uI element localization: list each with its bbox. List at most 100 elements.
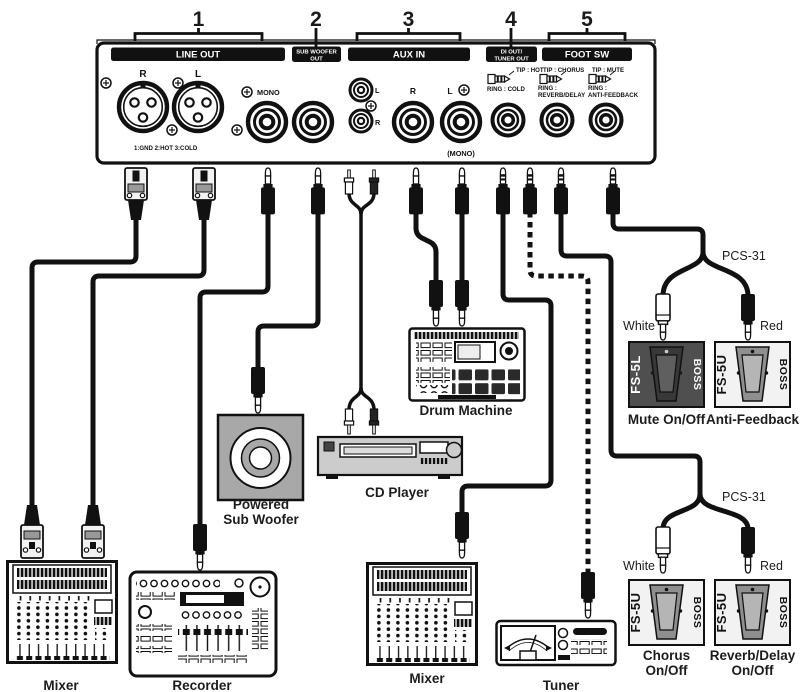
xlr-plug-icon	[20, 504, 44, 559]
screw-icon	[241, 86, 253, 98]
mixer-left-label: Mixer	[43, 678, 79, 692]
foot-sw-label: FOOT SW	[565, 50, 609, 61]
fs2-ring-note-1: RING :	[588, 85, 607, 92]
mixer-bottom-illustration	[366, 562, 478, 666]
red-plug-icon	[740, 293, 756, 341]
section-number-2: 2	[310, 8, 322, 31]
pedal-caption: Anti-Feedback	[706, 412, 800, 427]
phone-plug-icon	[454, 279, 470, 327]
boss-logo: BOSS	[777, 597, 789, 629]
cable-pcs31-top-right	[700, 251, 751, 297]
line-out-label: LINE OUT	[176, 50, 221, 61]
fs1-tip-note: TIP : CHORUS	[543, 67, 584, 74]
screw-icon	[365, 100, 377, 112]
rca-r-label: R	[375, 118, 381, 127]
di-out-label-1: DI OUT/	[501, 49, 523, 55]
section-number-4: 4	[505, 8, 517, 31]
cable-pcs31-bottom-right	[697, 493, 751, 530]
footswitch-fs5u-reverb-delay: FS-5U BOSS	[714, 579, 791, 646]
fs2-ring-note-2: ANTI-FEEDBACK	[588, 92, 639, 99]
pedal-caption-line-1: Chorus	[643, 648, 690, 663]
di-out-bar	[486, 46, 537, 62]
mixer-left-illustration	[6, 560, 118, 664]
pedal-caption-line-2: On/Off	[732, 663, 774, 678]
phone-plug-icon	[428, 279, 444, 327]
trs-plug-icon	[553, 167, 569, 216]
screw-icon	[172, 77, 184, 89]
aux-r-jack	[394, 103, 432, 141]
phone-plug-icon	[454, 511, 470, 559]
trs-plug-icon	[605, 167, 621, 216]
phone-plug-icon	[454, 167, 470, 216]
aux-mono-note: (MONO)	[447, 149, 475, 158]
tip-leader-line	[508, 70, 515, 76]
di-out-jack	[490, 102, 526, 138]
aux-in-bar	[348, 47, 470, 61]
footswitch-fs5u-chorus: FS-5U BOSS	[628, 579, 705, 646]
xlr-l-label: L	[195, 69, 201, 80]
pedal-caption-line-2: On/Off	[646, 663, 688, 678]
cables	[29, 192, 751, 572]
aux-in-label: AUX IN	[393, 50, 425, 61]
di-tip-note: TIP : HOT	[516, 67, 544, 74]
di-out-label-2: TUNER OUT	[494, 56, 529, 62]
boss-logo: BOSS	[691, 359, 703, 391]
cd-player-label: CD Player	[365, 485, 430, 500]
white-bottom-label: White	[623, 559, 655, 573]
recorder-illustration	[128, 570, 278, 678]
phone-plug-icon	[580, 571, 596, 619]
pedal-model-label: FS-5U	[714, 354, 729, 394]
foot-sw-jack-2	[588, 102, 624, 138]
rca-plug-red-icon	[368, 408, 380, 435]
red-top-label: Red	[760, 319, 783, 333]
xlr-r-label: R	[139, 69, 147, 80]
subwoofer-label-2: Sub Woofer	[223, 512, 299, 527]
cable-rca-split-left	[347, 387, 363, 411]
section-markers	[96, 28, 656, 47]
recorder-label: Recorder	[172, 678, 232, 692]
pedal-caption: Mute On/Off	[628, 412, 706, 427]
mixer-bottom-label: Mixer	[409, 671, 445, 686]
screw-icon	[231, 124, 243, 136]
aux-r-label: R	[410, 86, 416, 96]
cable-di-to-mixer	[459, 210, 554, 514]
xlr-jack-l	[174, 82, 222, 131]
cd-player-illustration	[316, 435, 464, 479]
rca-plug-white-icon	[343, 169, 355, 195]
di-ring-note: RING : COLD	[487, 86, 526, 93]
subwoofer-illustration	[216, 413, 305, 502]
foot-sw-bar	[542, 47, 632, 61]
cable-footsw2	[610, 210, 706, 256]
rca-jack-l	[348, 77, 374, 103]
footswitch-fs5l-mute: FS-5L BOSS	[628, 341, 705, 408]
phone-plug-icon	[310, 167, 326, 216]
cable-pcs31-top-left	[660, 251, 706, 297]
section-bracket-5	[547, 28, 627, 41]
section-number-1: 1	[193, 8, 205, 31]
pedal-caption-line-1: Reverb/Delay	[710, 648, 796, 663]
pcs31-bottom-label: PCS-31	[722, 490, 766, 504]
mono-jack	[248, 103, 286, 141]
drum-machine-label: Drum Machine	[419, 403, 513, 418]
cable-rca-right	[359, 192, 376, 215]
boss-logo: BOSS	[691, 597, 703, 629]
cable-rca-left	[347, 192, 363, 215]
red-plug-icon	[740, 526, 756, 574]
fs1-ring-note-1: RING :	[538, 85, 557, 92]
sub-woofer-jack	[294, 103, 332, 141]
mono-label: MONO	[257, 88, 280, 97]
pcs31-top-label: PCS-31	[722, 249, 766, 263]
tuner-illustration	[495, 619, 617, 667]
xlr-jack-r	[119, 82, 167, 131]
boss-logo: BOSS	[777, 359, 789, 391]
phone-plug-icon	[260, 167, 276, 216]
aux-l-label: L	[447, 86, 452, 96]
sub-woofer-bar	[292, 46, 341, 62]
phone-plug-icon	[192, 523, 208, 571]
drum-machine-illustration	[408, 327, 526, 402]
rca-plug-white-icon	[343, 408, 355, 435]
tip-leader-line	[609, 70, 616, 76]
white-plug-icon	[655, 293, 671, 341]
